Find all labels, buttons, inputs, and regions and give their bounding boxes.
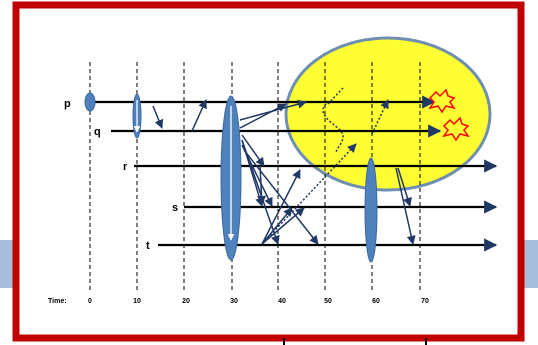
message-arrow [257, 165, 267, 205]
time-tick-20: 20 [182, 298, 190, 305]
yellow-region [284, 36, 492, 192]
time-tick-0: 0 [88, 298, 92, 305]
token-p [84, 92, 96, 112]
message-arrow [395, 167, 416, 245]
crash-icon [428, 88, 456, 114]
token-60 [364, 157, 378, 263]
left-side-tab [0, 240, 16, 288]
message-arrows [152, 99, 416, 245]
squiggle-path [322, 103, 344, 153]
message-arrow [241, 134, 265, 167]
message-arrow [191, 99, 207, 132]
message-arrow [243, 149, 319, 245]
bottom-mark [283, 338, 285, 345]
crash-icon [442, 116, 470, 142]
time-axis-label: Time: [48, 298, 67, 305]
process-label-t: t [146, 240, 150, 252]
right-side-tab [522, 240, 538, 288]
process-label-p: p [64, 98, 71, 110]
message-arrow [241, 139, 280, 245]
process-label-q: q [94, 126, 101, 138]
time-tick-60: 60 [372, 298, 380, 305]
message-arrow [261, 207, 305, 245]
message-arrow [152, 105, 164, 129]
bottom-mark [425, 338, 427, 345]
process-label-s: s [172, 202, 178, 214]
message-arrow [239, 99, 307, 121]
time-tick-40: 40 [278, 298, 286, 305]
message-arrow [397, 167, 412, 207]
message-arrow [261, 169, 301, 245]
message-arrow [261, 207, 293, 245]
dotted-arrows [261, 87, 389, 245]
time-tick-10: 10 [133, 298, 141, 305]
time-tick-30: 30 [230, 298, 238, 305]
time-tick-70: 70 [421, 298, 429, 305]
process-label-r: r [123, 161, 128, 173]
dotted-arrow [261, 143, 357, 245]
time-tick-50: 50 [324, 298, 332, 305]
message-arrow [239, 103, 287, 129]
